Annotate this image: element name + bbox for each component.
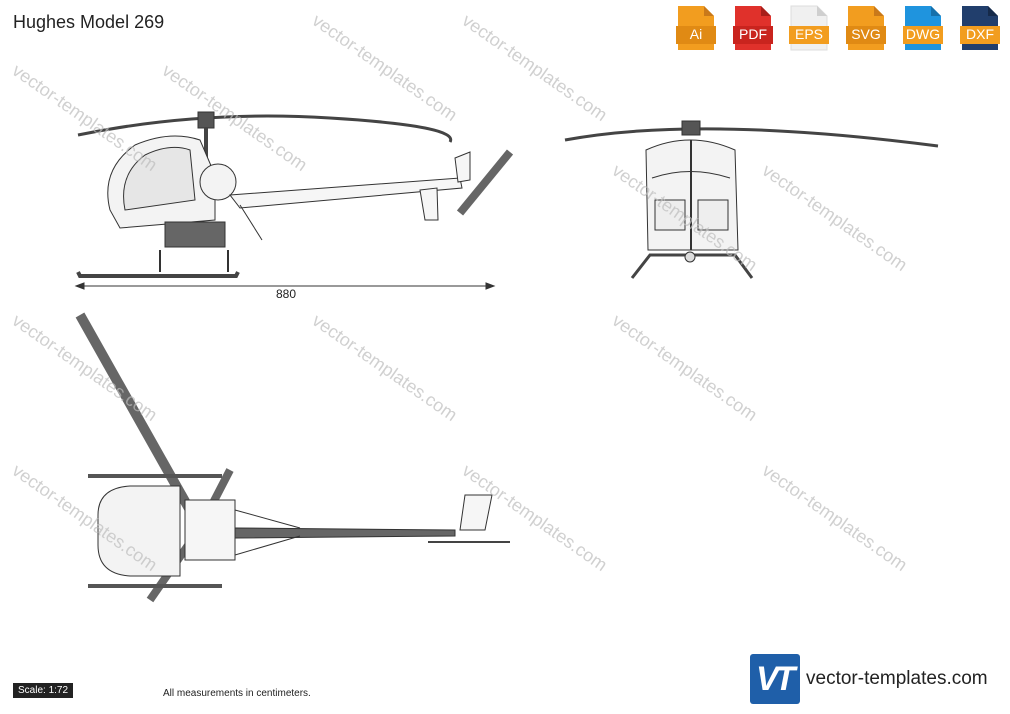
- page-title: Hughes Model 269: [13, 12, 165, 32]
- svg-file-icon: [846, 6, 886, 50]
- format-label: Ai: [689, 26, 703, 42]
- dimension-line: [74, 282, 496, 290]
- scale-badge: Scale: 1:72: [13, 683, 74, 698]
- vertical-stabilizer: [454, 151, 471, 183]
- format-label: PDF: [739, 26, 767, 42]
- ai-file-icon: [676, 6, 716, 50]
- format-label: DWG: [905, 26, 941, 42]
- top-view: [75, 312, 510, 603]
- pdf-download-button[interactable]: PDF: [733, 4, 773, 52]
- measurement-note: All measurements in centimeters.: [163, 688, 311, 699]
- side-view: [76, 111, 514, 278]
- eps-file-icon: [789, 5, 829, 51]
- format-label: SVG: [851, 26, 881, 42]
- front-view: [564, 120, 939, 279]
- tail-boom-top: [234, 527, 456, 539]
- main-rotor-blade: [564, 127, 939, 148]
- dxf-download-button[interactable]: DXF: [960, 4, 1000, 52]
- dxf-file-icon: [960, 6, 1000, 50]
- format-label: DXF: [966, 26, 994, 42]
- eps-download-button[interactable]: EPS: [789, 4, 829, 52]
- cabin-top: [97, 485, 181, 577]
- pdf-file-icon: [733, 6, 773, 50]
- main-rotor-blade: [77, 114, 453, 143]
- landing-skid: [76, 271, 240, 278]
- svg-download-button[interactable]: SVG: [846, 4, 886, 52]
- dimension-label: 880: [276, 287, 296, 301]
- dwg-file-icon: [903, 6, 943, 50]
- tail-rotor: [456, 149, 514, 216]
- tail-boom: [229, 177, 463, 209]
- format-label: EPS: [794, 26, 823, 42]
- brand-name[interactable]: vector-templates.com: [806, 668, 988, 689]
- brand-logo[interactable]: VT: [750, 654, 800, 704]
- stabilizer-top: [459, 494, 493, 531]
- engine-cowl: [199, 163, 237, 201]
- brand-logo-text: VT: [756, 660, 796, 698]
- ai-download-button[interactable]: Ai: [676, 4, 716, 52]
- dwg-download-button[interactable]: DWG: [903, 4, 943, 52]
